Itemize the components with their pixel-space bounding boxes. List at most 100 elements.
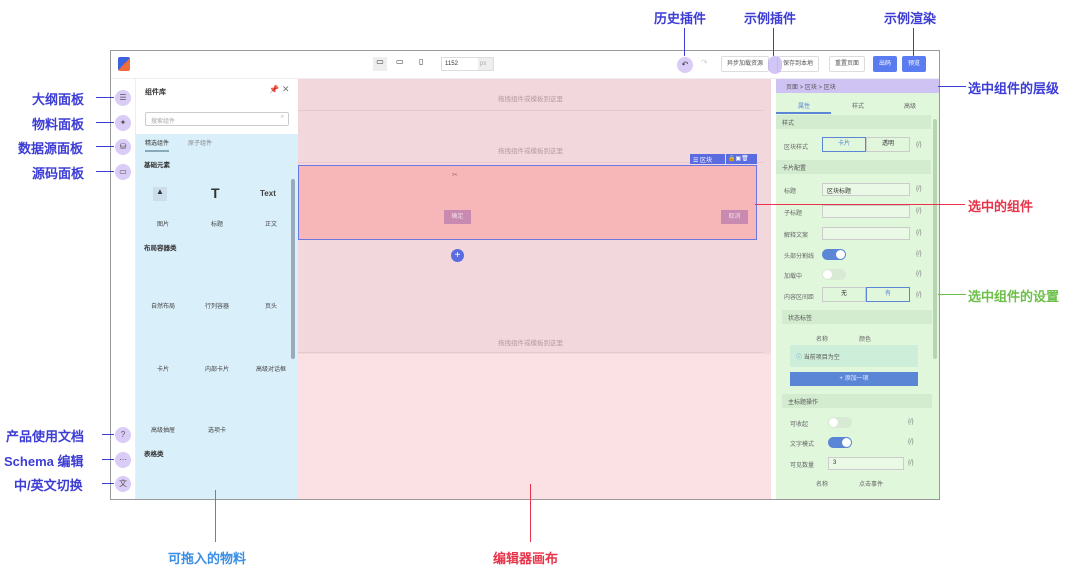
annotation-schema: Schema 编辑 bbox=[4, 454, 84, 469]
tab-advanced[interactable]: 高级 bbox=[904, 104, 917, 110]
group-status-tags[interactable]: 状态标签 bbox=[782, 310, 932, 324]
expr-toggle[interactable]: {/} bbox=[916, 271, 922, 277]
collapsible-toggle[interactable] bbox=[828, 417, 852, 428]
desc-input[interactable] bbox=[822, 227, 910, 240]
source-code-icon[interactable]: ▭ bbox=[115, 164, 131, 180]
library-header: 组件库 📌 ✕ 搜索组件⌕ bbox=[136, 79, 298, 134]
item-natural-layout[interactable]: 自然布局 bbox=[150, 304, 175, 310]
padding-none[interactable]: 无 bbox=[822, 287, 866, 302]
option-transparent[interactable]: 透明 bbox=[866, 137, 910, 152]
expr-toggle[interactable]: {/} bbox=[916, 186, 922, 192]
annotation-line bbox=[96, 97, 114, 98]
block-tag-label: 区块 bbox=[700, 158, 713, 164]
editor-canvas[interactable]: 拖拽组件或模板到这里 拖拽组件或模板到这里 ☰ 区块 🔒▣🗑 ✂ 确定 取消 +… bbox=[298, 79, 771, 499]
padding-yes[interactable]: 有 bbox=[866, 287, 910, 302]
tablet-view-icon[interactable]: ▭ bbox=[396, 57, 404, 66]
item-image[interactable]: 图片 bbox=[156, 222, 169, 228]
expr-toggle[interactable]: {/} bbox=[916, 230, 922, 236]
search-input[interactable]: 搜索组件⌕ bbox=[145, 112, 289, 126]
item-page-header[interactable]: 页头 bbox=[264, 304, 277, 310]
annotation-line bbox=[102, 459, 114, 460]
expr-toggle[interactable]: {/} bbox=[916, 142, 922, 148]
async-load-button[interactable]: 异步加载资源 bbox=[721, 56, 770, 72]
item-tabs[interactable]: 选项卡 bbox=[207, 428, 226, 434]
top-toolbar: ▭ ▭ ▯ 1152 px ↶ ↷ 异步加载资源 保存到本地 重置页面 出码 预… bbox=[111, 51, 939, 79]
schema-icon[interactable]: ⋯ bbox=[115, 452, 131, 468]
section-basic[interactable]: 基础元素 bbox=[144, 162, 170, 169]
tab-atomic[interactable]: 原子组件 bbox=[188, 141, 213, 147]
expr-toggle[interactable]: {/} bbox=[916, 208, 922, 214]
tab-properties[interactable]: 属性 bbox=[798, 104, 811, 110]
expr-toggle[interactable]: {/} bbox=[916, 292, 922, 298]
annotation-line bbox=[773, 28, 774, 56]
crumb-block[interactable]: 区块 bbox=[804, 85, 817, 91]
add-block-icon[interactable]: + bbox=[451, 249, 464, 262]
title-input[interactable]: 区块标题 bbox=[822, 183, 910, 196]
library-title: 组件库 bbox=[145, 89, 166, 96]
language-icon[interactable]: 文 bbox=[115, 476, 131, 492]
annotation-line bbox=[102, 434, 114, 435]
datasource-icon[interactable]: ⛁ bbox=[115, 139, 131, 155]
crumb-page[interactable]: 页面 bbox=[786, 85, 799, 91]
logo bbox=[118, 57, 130, 71]
drag-handle-icon[interactable]: ✂ bbox=[452, 172, 458, 179]
item-inner-card[interactable]: 内部卡片 bbox=[204, 367, 229, 373]
text-mode-label: 文字模式 bbox=[790, 442, 815, 448]
visible-count-input[interactable]: 3 bbox=[828, 457, 904, 470]
loading-label: 加载中 bbox=[784, 274, 803, 280]
preview-button[interactable]: 预览 bbox=[902, 56, 927, 72]
mobile-view-icon[interactable]: ▯ bbox=[419, 57, 424, 66]
export-code-button[interactable]: 出码 bbox=[873, 56, 898, 72]
desktop-view-icon[interactable]: ▭ bbox=[373, 57, 387, 71]
close-icon[interactable]: ✕ bbox=[282, 84, 290, 94]
item-drawer[interactable]: 高级抽屉 bbox=[150, 428, 175, 434]
expr-toggle[interactable]: {/} bbox=[908, 439, 914, 445]
pin-icon[interactable]: 📌 bbox=[269, 85, 279, 94]
section-table[interactable]: 表格类 bbox=[144, 451, 164, 458]
text-mode-toggle[interactable] bbox=[828, 437, 852, 448]
settings-scrollbar[interactable] bbox=[933, 119, 937, 359]
width-input[interactable]: 1152 px bbox=[441, 57, 494, 71]
materials-icon[interactable]: ✦ bbox=[115, 115, 131, 131]
expr-toggle[interactable]: {/} bbox=[908, 460, 914, 466]
annotation-selected: 选中的组件 bbox=[968, 199, 1034, 214]
divider-toggle[interactable] bbox=[822, 249, 846, 260]
outline-icon[interactable]: ☰ bbox=[115, 90, 131, 106]
add-item-button[interactable]: + 添加一项 bbox=[790, 372, 918, 386]
library-scrollbar[interactable] bbox=[291, 179, 295, 359]
loading-toggle[interactable] bbox=[822, 269, 846, 280]
confirm-button[interactable]: 确定 bbox=[444, 210, 471, 224]
annotation-line bbox=[938, 294, 966, 295]
item-card[interactable]: 卡片 bbox=[156, 367, 169, 373]
cancel-button[interactable]: 取消 bbox=[721, 210, 748, 224]
item-text[interactable]: 正文 bbox=[264, 222, 277, 228]
search-icon: ⌕ bbox=[280, 114, 284, 120]
group-card-config[interactable]: 卡片配置 bbox=[776, 160, 931, 174]
group-style[interactable]: 样式 bbox=[776, 115, 931, 129]
tab-featured[interactable]: 精选组件 bbox=[145, 138, 170, 152]
annotation-docs: 产品使用文档 bbox=[6, 429, 85, 444]
undo-icon[interactable]: ↶ bbox=[677, 57, 693, 73]
save-local-button[interactable]: 保存到本地 bbox=[777, 56, 820, 72]
subtitle-input[interactable] bbox=[822, 205, 910, 218]
section-layout[interactable]: 布局容器类 bbox=[144, 245, 177, 252]
reset-page-button[interactable]: 重置页面 bbox=[829, 56, 866, 72]
selected-component[interactable]: ✂ 确定 取消 bbox=[298, 165, 757, 240]
tab-style[interactable]: 样式 bbox=[852, 104, 865, 110]
block-actions[interactable]: 🔒▣🗑 bbox=[726, 154, 757, 164]
group-main-actions[interactable]: 主标题操作 bbox=[782, 394, 932, 408]
drop-hint: 拖拽组件或模板到这里 bbox=[298, 145, 763, 163]
docs-icon[interactable]: ? bbox=[115, 427, 131, 443]
item-title[interactable]: 标题 bbox=[210, 222, 223, 228]
option-card[interactable]: 卡片 bbox=[822, 137, 866, 152]
block-tag[interactable]: ☰ 区块 bbox=[690, 154, 725, 164]
item-row-col[interactable]: 行列容器 bbox=[204, 304, 229, 310]
annotation-line bbox=[96, 146, 114, 147]
annotation-datasource: 数据源面板 bbox=[18, 141, 84, 156]
expr-toggle[interactable]: {/} bbox=[916, 251, 922, 257]
crumb-block-current[interactable]: 区块 bbox=[823, 85, 836, 91]
annotation-line bbox=[102, 483, 114, 484]
expr-toggle[interactable]: {/} bbox=[908, 419, 914, 425]
item-dialog[interactable]: 高级对话框 bbox=[255, 367, 286, 373]
redo-icon[interactable]: ↷ bbox=[701, 58, 708, 67]
